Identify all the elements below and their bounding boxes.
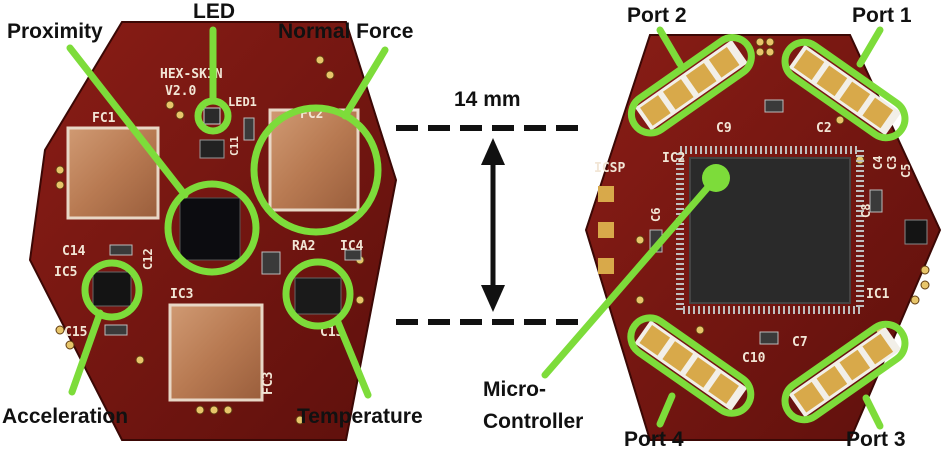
port1-highlight-ring — [781, 38, 909, 142]
silk-ic1: IC1 — [866, 287, 890, 302]
silk-icsp: ICSP — [594, 161, 625, 176]
icsp-pads — [598, 186, 614, 274]
micro-controller-marker-dot — [702, 164, 730, 192]
silk-c15: C15 — [64, 325, 87, 340]
normal-force-leader-line — [341, 46, 389, 120]
port1-pads — [788, 44, 902, 136]
right-board-highlights — [627, 34, 909, 424]
acceleration-leader-line — [68, 309, 104, 396]
proximity-highlight-circle — [164, 180, 260, 276]
port1-leader-line — [856, 26, 884, 68]
dimension-indicator — [396, 125, 588, 325]
port2-highlight-ring — [627, 34, 755, 137]
silk-fc1: FC1 — [92, 111, 116, 126]
left-board-vias — [55, 55, 365, 425]
small-component-1 — [109, 244, 133, 256]
temperature-leader-line — [333, 316, 372, 399]
dimension-arrow-head-up — [481, 138, 505, 165]
right-small-component-2 — [904, 219, 928, 245]
silk-ic5: IC5 — [54, 265, 77, 280]
micro-controller-label-line1: Micro- — [483, 378, 546, 401]
silk-c6: C6 — [649, 208, 663, 222]
accelerometer-chip — [92, 271, 132, 307]
temperature-highlight-circle — [282, 258, 354, 330]
proximity-leader-line — [66, 44, 189, 199]
acceleration-label: Acceleration — [2, 405, 129, 428]
silk-ic4: IC4 — [340, 239, 364, 254]
silk-c7: C7 — [792, 335, 808, 350]
silk-fc3: FC3 — [261, 372, 276, 395]
silk-c8: C8 — [859, 204, 873, 218]
normal-force-label: Normal Force — [278, 20, 414, 43]
micro-controller-leader-line — [541, 174, 720, 379]
port2-label: Port 2 — [627, 4, 687, 27]
port4-pads — [634, 320, 748, 411]
port4-highlight-ring — [627, 314, 755, 417]
silk-c3: C3 — [885, 156, 899, 170]
silk-led1: LED1 — [228, 95, 257, 109]
port2-pads — [635, 39, 748, 131]
proximity-label: Proximity — [7, 20, 103, 43]
silk-ic2: IC2 — [662, 151, 685, 166]
port3-leader-line — [862, 394, 884, 430]
silk-c4: C4 — [871, 156, 885, 170]
silk-ra2: RA2 — [292, 239, 315, 254]
force-pad-fc2 — [268, 108, 360, 212]
port1-label: Port 1 — [852, 4, 912, 27]
left-board-sensor-side: HEX-SKIN V2.0 LED1 FC1 FC2 FC3 C14 IC5 C… — [28, 21, 398, 441]
micro-controller-label-line2: Controller — [483, 410, 584, 433]
port4-label: Port 4 — [624, 428, 684, 451]
led-label: LED — [193, 0, 235, 23]
microcontroller-pins-frame — [676, 146, 864, 314]
temperature-sensor-chip — [294, 277, 342, 315]
right-small-component-1 — [764, 99, 784, 113]
small-component-3 — [261, 251, 281, 275]
dimension-arrow-head-down — [481, 285, 505, 312]
right-small-component-3 — [759, 331, 779, 345]
small-component-4 — [344, 249, 362, 261]
temperature-label: Temperature — [297, 405, 423, 428]
small-ic-a1 — [199, 139, 225, 159]
port3-pads — [788, 326, 902, 418]
right-leader-lines — [541, 26, 884, 430]
silk-version: V2.0 — [165, 84, 196, 99]
silk-ic3: IC3 — [170, 287, 193, 302]
silk-hexoskin: HEX-SKIN — [160, 67, 223, 82]
right-board-controller-side: ICSP C9 C2 IC2 C6 C8 C4 C3 C5 IC1 C7 C10 — [584, 34, 942, 441]
small-component-2 — [104, 324, 128, 336]
left-leader-lines — [66, 26, 389, 399]
silk-c14: C14 — [62, 244, 86, 259]
led-chip — [203, 107, 221, 125]
right-small-component-5 — [869, 189, 883, 213]
port4-leader-line — [656, 392, 676, 428]
silk-c9: C9 — [716, 121, 732, 136]
silk-c10: C10 — [742, 351, 766, 366]
port3-highlight-ring — [781, 320, 909, 424]
silk-c12: C12 — [141, 248, 155, 270]
dimension-label: 14 mm — [454, 88, 521, 111]
normal-force-highlight-circle — [250, 104, 382, 236]
silk-c2: C2 — [816, 121, 832, 136]
acceleration-highlight-circle — [81, 259, 143, 321]
port2-leader-line — [656, 26, 684, 68]
force-pad-fc3 — [168, 303, 264, 402]
small-component-5 — [243, 117, 255, 141]
silk-c11: C11 — [228, 136, 241, 156]
proximity-sensor-chip — [179, 197, 241, 261]
silk-c5: C5 — [899, 164, 913, 178]
port3-label: Port 3 — [846, 428, 906, 451]
